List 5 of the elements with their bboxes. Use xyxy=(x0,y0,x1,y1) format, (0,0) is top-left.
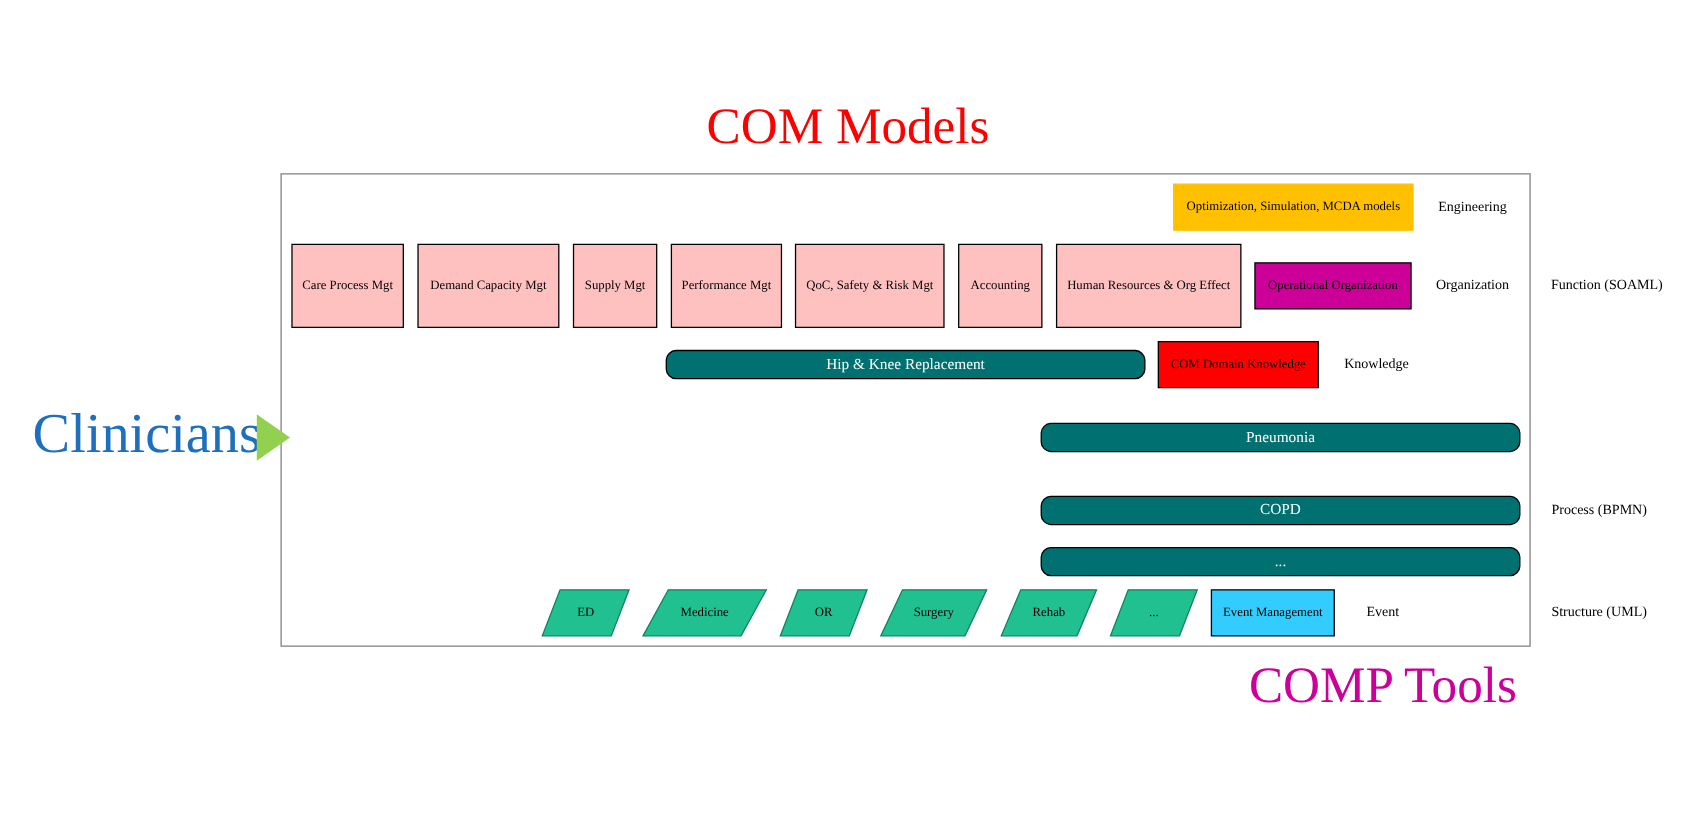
node-text: Clinicians xyxy=(32,402,261,465)
arrow xyxy=(256,413,291,460)
caption: COMP Tools xyxy=(1248,655,1517,714)
cluster xyxy=(280,172,1531,646)
diagram-title: COM Models xyxy=(706,96,990,155)
